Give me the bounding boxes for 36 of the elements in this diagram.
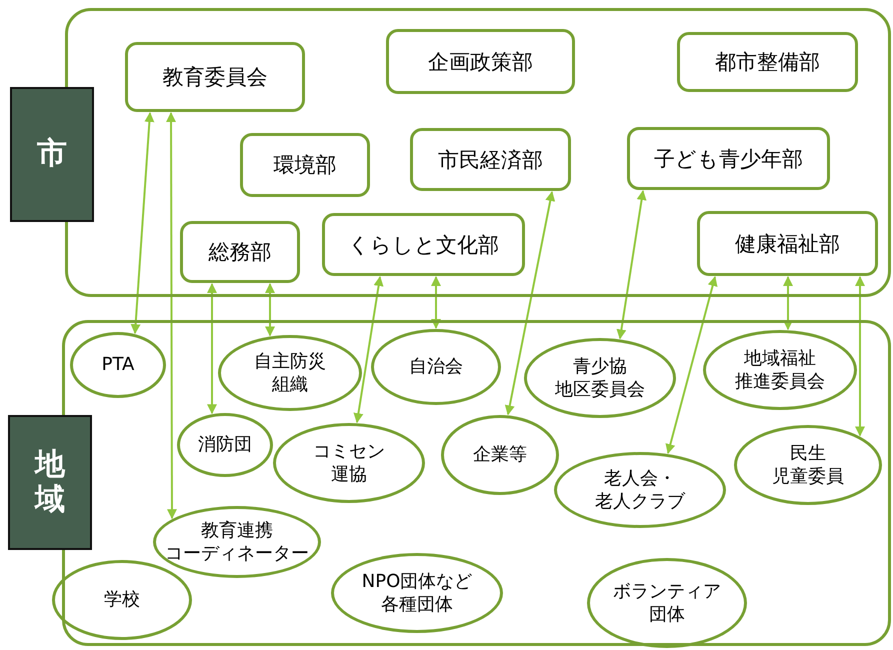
department-box: 市民経済部 bbox=[410, 128, 571, 191]
department-box: 企画政策部 bbox=[386, 29, 575, 94]
department-box: 子ども青少年部 bbox=[627, 127, 830, 190]
double-arrow bbox=[353, 276, 384, 424]
department-box: 都市整備部 bbox=[677, 32, 858, 92]
organization-ellipse: 自治会 bbox=[371, 329, 501, 405]
organization-ellipse: 企業等 bbox=[441, 415, 559, 495]
double-arrow bbox=[166, 112, 177, 520]
double-arrow bbox=[783, 276, 793, 330]
organization-ellipse: 自主防災組織 bbox=[218, 335, 362, 411]
organization-ellipse: 老人会・老人クラブ bbox=[554, 452, 726, 528]
double-arrow bbox=[666, 276, 718, 454]
double-arrow bbox=[207, 283, 217, 414]
department-box: 総務部 bbox=[180, 221, 300, 283]
organization-ellipse: ボランティア団体 bbox=[587, 558, 747, 648]
department-box: 健康福祉部 bbox=[697, 211, 878, 276]
organization-ellipse: 消防団 bbox=[177, 413, 273, 477]
organization-ellipse: 青少協地区委員会 bbox=[524, 338, 676, 418]
organization-ellipse: 地域福祉推進委員会 bbox=[703, 330, 857, 410]
department-box: 教育委員会 bbox=[125, 42, 305, 112]
section-label: 地域 bbox=[8, 415, 92, 550]
organization-ellipse: 学校 bbox=[52, 560, 192, 640]
section-label: 市 bbox=[10, 87, 94, 222]
double-arrow bbox=[265, 283, 275, 336]
double-arrow bbox=[504, 191, 556, 416]
double-arrow bbox=[616, 190, 647, 340]
department-box: 環境部 bbox=[240, 133, 370, 197]
double-arrow bbox=[855, 276, 865, 437]
organization-ellipse: 民生児童委員 bbox=[734, 425, 882, 505]
organization-ellipse: PTA bbox=[70, 332, 166, 398]
double-arrow bbox=[130, 112, 154, 334]
organization-ellipse: NPO団体など各種団体 bbox=[331, 553, 503, 633]
double-arrow bbox=[431, 276, 441, 329]
department-box: くらしと文化部 bbox=[322, 213, 525, 276]
organization-ellipse: 教育連携コーディネーター bbox=[153, 506, 321, 578]
organization-ellipse: コミセン運協 bbox=[273, 423, 425, 503]
